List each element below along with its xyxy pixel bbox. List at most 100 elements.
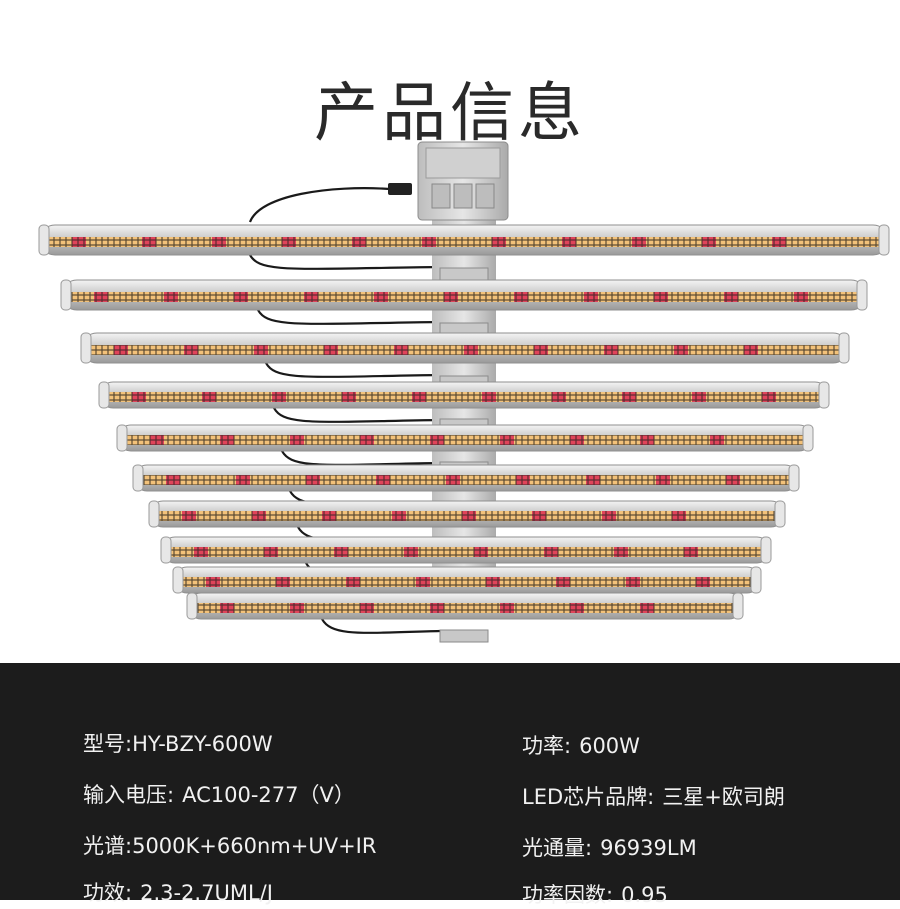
bar-end-cap [38,224,50,256]
led-strip [196,603,734,613]
red-led-segment [562,237,576,247]
grow-light-product-image [38,141,890,643]
led-bar [80,332,850,389]
red-led-segment [772,237,786,247]
red-led-segment [430,603,444,613]
red-led-segment [702,237,716,247]
bar-end-cap [802,424,814,452]
bar-end-cap [80,332,92,364]
driver-connector [475,183,495,209]
red-led-segment [334,547,348,557]
led-bar [148,500,786,551]
red-led-segment [684,547,698,557]
bar-end-cap [148,500,160,528]
red-led-segment [726,475,740,485]
red-led-segment [674,345,688,355]
red-led-segment [220,435,234,445]
red-led-segment [586,475,600,485]
red-led-segment [692,392,706,402]
red-led-segment [234,292,248,302]
red-led-segment [182,511,196,521]
red-led-segment [762,392,776,402]
red-led-segment [276,577,290,587]
page-title: 产品信息 [314,77,586,151]
red-led-segment [142,237,156,247]
red-led-segment [290,435,304,445]
spec-pf-value: 0.95 [621,883,668,907]
spec-voltage-value: AC100-277（V） [182,783,355,807]
red-led-segment [482,392,496,402]
red-led-segment [184,345,198,355]
red-led-segment [394,345,408,355]
red-led-segment [376,475,390,485]
bar-end-cap [788,464,800,492]
bar-end-cap [760,536,772,564]
spec-model: 型号:HY-BZY-600W [83,728,273,758]
red-led-segment [446,475,460,485]
bar-end-cap [172,566,184,594]
spec-flux: 光通量:96939LM [522,832,697,862]
led-strip [182,577,752,587]
red-led-segment [500,603,514,613]
red-led-segment [282,237,296,247]
led-bar [186,592,744,643]
red-led-segment [412,392,426,402]
red-led-segment [474,547,488,557]
red-led-segment [252,511,266,521]
red-led-segment [346,577,360,587]
spec-spectrum-label: 光谱: [83,834,133,858]
red-led-segment [290,603,304,613]
spec-voltage-label: 输入电压: [83,783,175,807]
led-bar [116,424,814,475]
bar-end-cap [732,592,744,620]
bar-end-cap [774,500,786,528]
spec-efficacy-label: 功效: [83,881,133,905]
led-bar [172,566,762,617]
red-led-segment [416,577,430,587]
red-led-segment [640,603,654,613]
bar-end-cap [878,224,890,256]
spec-efficacy: 功效: 2.3-2.7UML/J [83,877,273,907]
red-led-segment [570,435,584,445]
bar-clip [439,629,489,643]
bar-cable [265,362,441,378]
led-bar [38,224,890,281]
red-led-segment [306,475,320,485]
bar-cable [257,309,441,325]
bar-cable [273,407,441,423]
bar-end-cap [186,592,198,620]
red-led-segment [584,292,598,302]
red-led-segment [724,292,738,302]
main-cable [248,187,391,223]
red-led-segment [626,577,640,587]
red-led-segment [164,292,178,302]
red-led-segment [500,435,514,445]
red-led-segment [544,547,558,557]
red-led-segment [622,392,636,402]
red-led-segment [696,577,710,587]
red-led-segment [360,435,374,445]
red-led-segment [744,345,758,355]
spec-spectrum: 光谱:5000K+660nm+UV+IR [83,830,376,860]
red-led-segment [220,603,234,613]
bar-end-cap [818,381,830,409]
red-led-segment [94,292,108,302]
red-led-segment [150,435,164,445]
cable-plug [388,183,412,195]
spec-chip-brand: LED芯片品牌:三星+欧司朗 [522,781,785,811]
bar-end-cap [132,464,144,492]
driver-connector [431,183,451,209]
red-led-segment [654,292,668,302]
red-led-segment [374,292,388,302]
red-led-segment [342,392,356,402]
red-led-segment [570,603,584,613]
spec-efficacy-value: 2.3-2.7UML/J [140,881,273,905]
led-bar [132,464,800,515]
red-led-segment [360,603,374,613]
red-led-segment [304,292,318,302]
led-strip [48,237,880,247]
bar-end-cap [838,332,850,364]
red-led-segment [352,237,366,247]
product-image-area: 产品信息 [38,77,890,643]
